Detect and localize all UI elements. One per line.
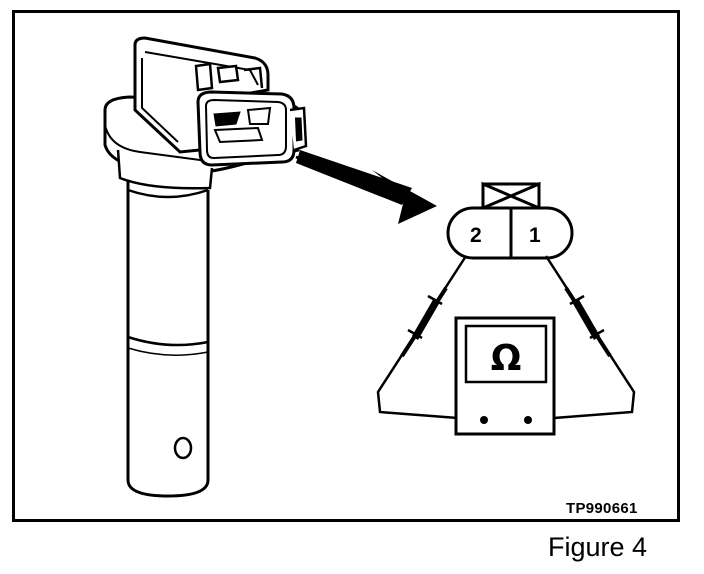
ohmmeter: Ω (454, 316, 556, 436)
sensor-connector (133, 36, 308, 167)
connector-face: 2 1 (446, 181, 574, 260)
sensor-body (126, 175, 210, 498)
pin-1-label: 1 (529, 224, 541, 247)
figure-caption: Figure 4 (548, 532, 648, 562)
right-probe (564, 286, 612, 358)
ohm-symbol: Ω (491, 338, 522, 379)
meter-display (464, 324, 548, 384)
meter-terminal-left (480, 416, 488, 424)
left-probe (400, 286, 448, 358)
pin-2-label: 2 (470, 224, 482, 247)
figure-frame (12, 10, 680, 522)
mount-hole (173, 436, 193, 460)
figure-code: TP990661 (566, 500, 638, 517)
pointer-arrow (295, 150, 437, 224)
meter-terminal-right (524, 416, 532, 424)
